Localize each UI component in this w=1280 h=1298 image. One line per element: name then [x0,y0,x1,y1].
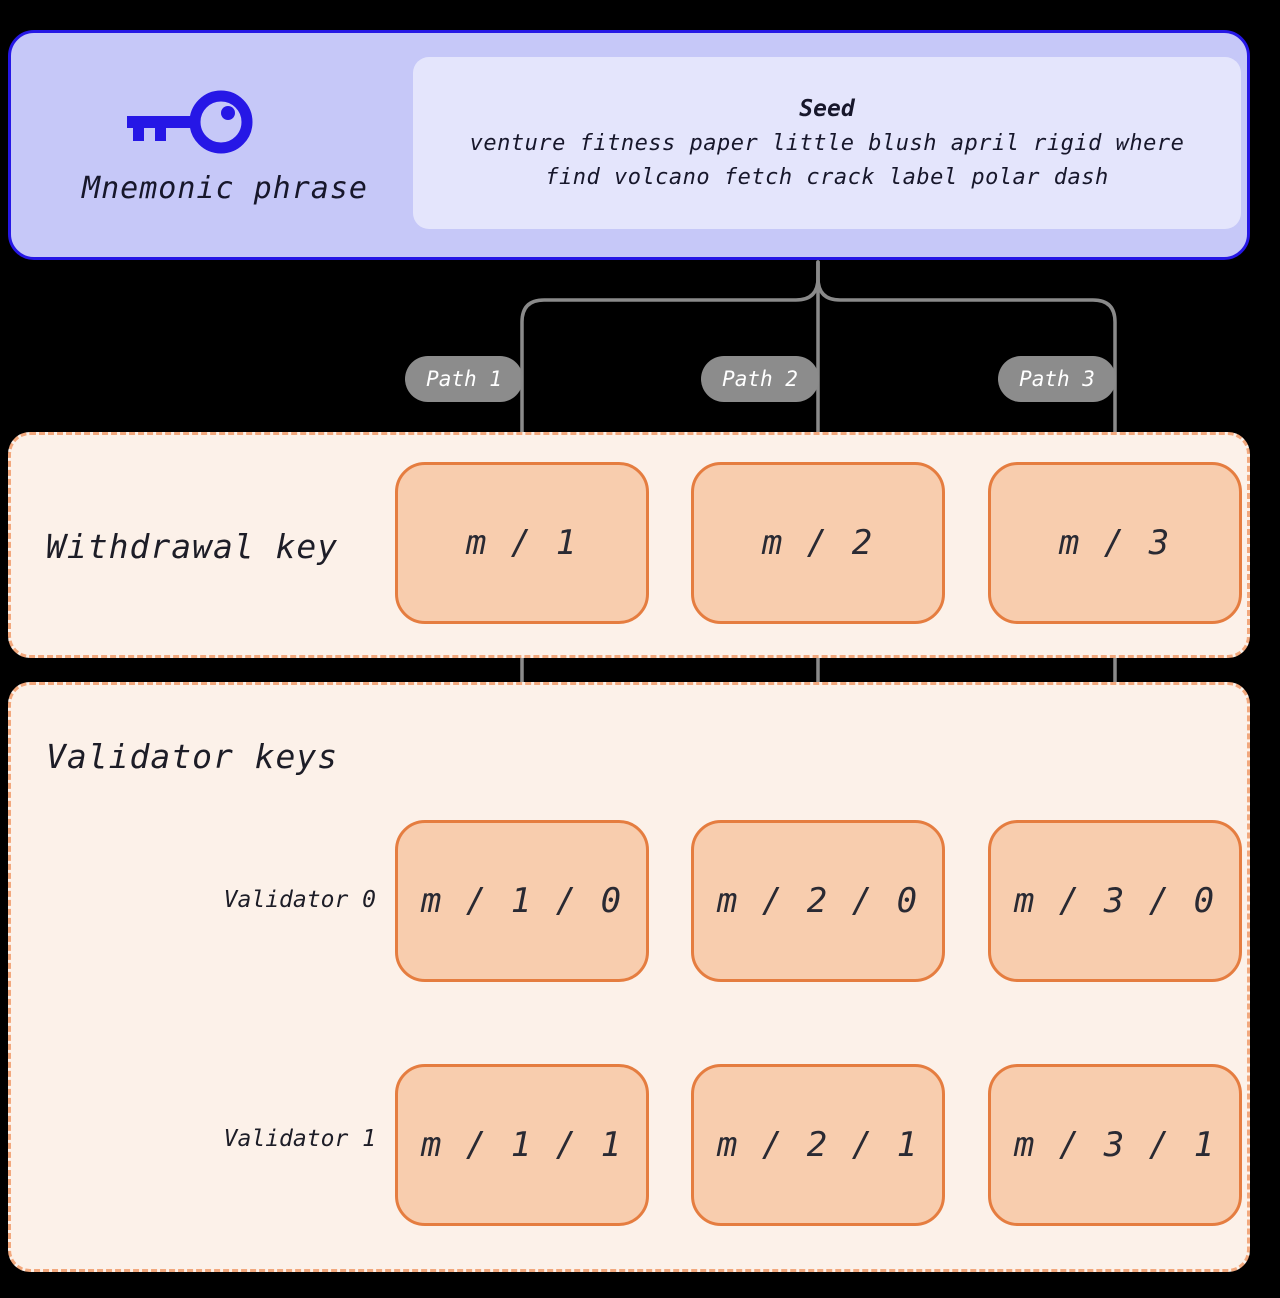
validator1-key-path2: m / 2 / 1 [691,1064,945,1226]
withdrawal-key-path1: m / 1 [395,462,649,624]
mnemonic-panel: Mnemonic phrase Seed venture fitness pap… [8,30,1250,260]
validator-0-row-label: Validator 0 [223,887,376,913]
seed-words-line-2: find volcano fetch crack label polar das… [545,165,1109,190]
mnemonic-phrase-label: Mnemonic phrase [82,171,368,206]
validator0-key-path1: m / 1 / 0 [395,820,649,982]
path-2-badge: Path 2 [701,356,819,402]
validator1-key-path1: m / 1 / 1 [395,1064,649,1226]
validator0-key-path3: m / 3 / 0 [988,820,1242,982]
key-icon [119,85,259,167]
withdrawal-key-label: Withdrawal key [46,527,339,566]
validator-keys-label: Validator keys [46,737,339,776]
withdrawal-key-path3: m / 3 [988,462,1242,624]
validator0-key-path2: m / 2 / 0 [691,820,945,982]
seed-box: Seed venture fitness paper little blush … [413,57,1241,229]
withdrawal-key-path2: m / 2 [691,462,945,624]
validator-1-row-label: Validator 1 [223,1126,376,1152]
path-3-badge: Path 3 [998,356,1116,402]
path-1-badge: Path 1 [405,356,523,402]
validator1-key-path3: m / 3 / 1 [988,1064,1242,1226]
seed-title: Seed [799,96,855,122]
seed-words-line-1: venture fitness paper little blush april… [469,131,1185,156]
